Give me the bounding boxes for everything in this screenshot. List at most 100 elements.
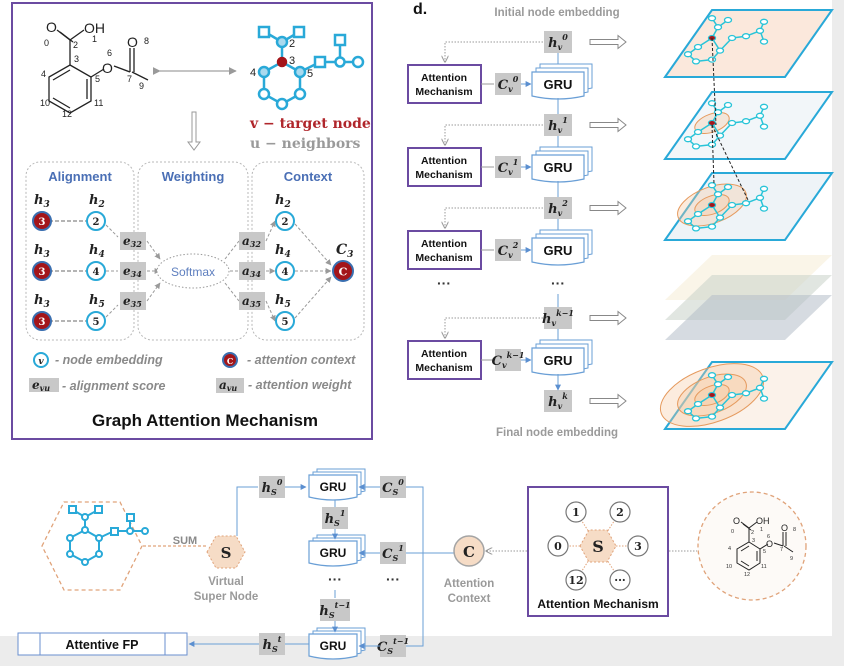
context-section [251, 161, 365, 341]
atom-node-label: 1 [572, 506, 580, 519]
c-state-1 [495, 156, 521, 178]
context-bus [406, 486, 424, 647]
context-embedding-label: h2 [275, 193, 291, 210]
svg-text:7: 7 [127, 74, 132, 84]
h-state-3 [544, 307, 572, 329]
neighbor-node [86, 261, 106, 281]
attention-box-line1: Attention [421, 238, 467, 250]
attention-weight-box [239, 262, 265, 280]
neighbor-node-label: 4 [93, 267, 100, 278]
alignment-score-label: e34 [123, 264, 142, 279]
context-neighbor-label: 5 [282, 317, 289, 328]
edge-line [105, 304, 119, 318]
neighbor-node-label: 5 [93, 317, 100, 328]
attention-context-legend: - attention context [247, 353, 356, 367]
context-neighbor-label: 2 [282, 217, 289, 228]
panel-border [11, 2, 373, 440]
layer-arrow-icon [589, 393, 627, 409]
svg-text:9: 9 [790, 556, 793, 562]
atom-node [547, 535, 569, 557]
feedback-dotted-arrow [445, 317, 543, 338]
context-embedding-label: h4 [275, 243, 291, 260]
svg-text:7: 7 [780, 547, 783, 553]
neighbor-embedding-label: h2 [89, 193, 105, 210]
atom-node [565, 569, 587, 591]
svg-text:C: C [227, 356, 233, 366]
panel-d-label: d. [413, 1, 427, 18]
svg-text:0: 0 [731, 529, 734, 535]
attention-weight-label: a34 [242, 264, 261, 279]
ellipsis: ··· [437, 275, 451, 291]
context-neighbor-node [275, 261, 295, 281]
bottom-c-state-2 [380, 635, 406, 657]
bottom-gru-1: GRU [308, 534, 366, 567]
svg-text:avu: avu [219, 378, 237, 393]
gru-label: GRU [320, 546, 347, 560]
svg-text:2: 2 [289, 38, 295, 50]
gru-label: GRU [544, 353, 573, 368]
neighbor-link [607, 561, 615, 571]
svg-text:11: 11 [94, 98, 103, 108]
h-state-0-label: hv0 [548, 32, 568, 52]
bottom-c-state-0 [380, 476, 406, 498]
neighbor-node [86, 211, 106, 231]
attention-box-line2: Mechanism [415, 169, 472, 181]
svg-text:O: O [102, 60, 113, 76]
atom-node [609, 569, 631, 591]
gru-block-3: GRU [531, 339, 593, 376]
atom-node-label: 12 [568, 574, 583, 587]
target-node [32, 261, 52, 281]
attention-weight-label: a32 [242, 234, 261, 249]
attention-weight-label: a35 [242, 294, 261, 309]
molecule-circle [697, 491, 807, 601]
gru-label: GRU [320, 639, 347, 653]
attention-box-line1: Attention [421, 155, 467, 167]
atom-node [609, 501, 631, 523]
ellipsis: ··· [328, 571, 342, 587]
svg-text:OH: OH [84, 20, 105, 36]
bottom-gru-2: GRU [308, 627, 366, 660]
gru-label: GRU [544, 77, 573, 92]
svg-text:5: 5 [95, 74, 100, 84]
alignment-score-icon [29, 378, 59, 392]
neighbor-link [581, 561, 589, 571]
to-context-node-arrow [265, 300, 276, 322]
svg-text:evu: evu [32, 378, 50, 393]
plane-molecule [683, 15, 769, 65]
softmax-label: Softmax [171, 265, 215, 279]
attention-box-line1: Attention [421, 72, 467, 84]
bottom-c-state-0-label: CS0 [382, 477, 404, 497]
target-node [32, 211, 52, 231]
to-softmax-arrow [146, 240, 161, 260]
h-state-2 [544, 197, 572, 219]
h-state-3-label: hvk−1 [542, 308, 574, 328]
neighbor-node-label: 2 [93, 217, 100, 228]
c-state-1-label: Cv1 [498, 157, 519, 177]
graph-node-labels: 2 3 4 5 [250, 38, 313, 80]
attention-weight-box [239, 292, 265, 310]
plane-molecule [659, 363, 769, 427]
super-node-label: S [221, 544, 232, 562]
svg-text:11: 11 [761, 564, 767, 570]
molecular-graph [257, 25, 365, 111]
embedding-layers [659, 9, 834, 430]
page-shadow-right [832, 0, 844, 666]
neighbor-link [581, 521, 589, 531]
target-node [32, 311, 52, 331]
alignment-score-label: e32 [123, 234, 142, 249]
atom-node-label: 3 [634, 540, 642, 553]
context-node-label: C [339, 266, 348, 279]
attention-box-line2: Mechanism [415, 362, 472, 374]
svg-text:1: 1 [92, 34, 97, 44]
target-node-legend: v − target node [249, 116, 371, 132]
bottom-h-state-3-label: hSt [263, 634, 282, 654]
sum-label: SUM [173, 535, 197, 547]
attention-box-line1: Attention [421, 348, 467, 360]
bottom-c-state-1 [380, 542, 406, 564]
down-hollow-arrow [187, 111, 201, 151]
svg-text:10: 10 [40, 98, 50, 108]
